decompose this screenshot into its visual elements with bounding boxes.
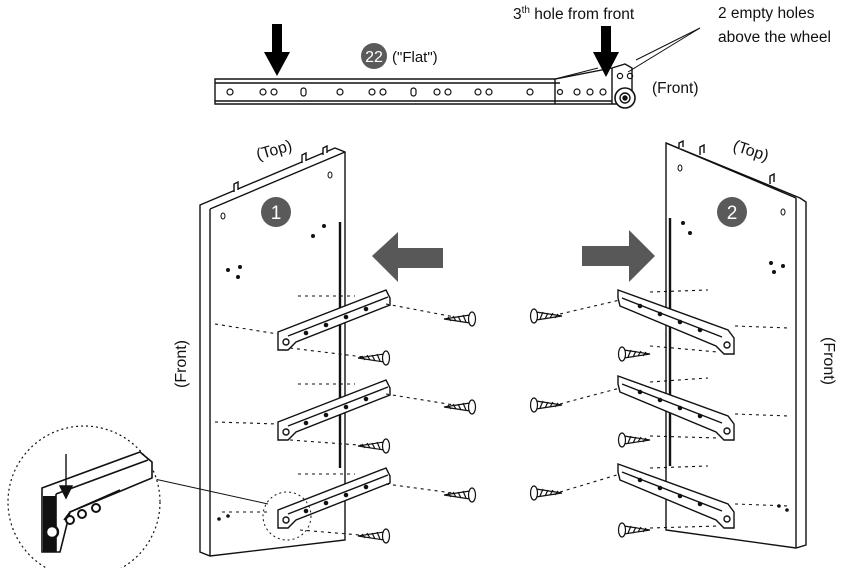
right-top-label: (Top): [731, 138, 771, 165]
rail-front-label: (Front): [652, 80, 699, 97]
screw-icon: [357, 528, 391, 544]
left-rail: [277, 289, 391, 351]
right-rails: [617, 289, 735, 529]
part-number-badge: 22: [361, 43, 387, 69]
hole-note: 3th hole from front: [513, 5, 635, 23]
rail-wheel: [614, 87, 636, 109]
right-panel-holes: [677, 164, 789, 512]
right-front-label: (Front): [820, 337, 837, 385]
down-arrow-icon: [593, 26, 619, 77]
screw-icon: [529, 485, 563, 501]
right-rail: [617, 375, 735, 441]
screw-icon: [443, 399, 477, 415]
right-arrow-icon: [582, 230, 655, 282]
empty-holes-note-line2: above the wheel: [718, 29, 831, 46]
left-top-label: (Top): [254, 137, 294, 163]
screw-icon: [529, 308, 563, 324]
screw-icon: [529, 397, 563, 413]
left-panel-holes: [217, 171, 333, 521]
empty-holes-leader: [554, 27, 701, 80]
screw-icon: [357, 350, 391, 366]
right-rail: [617, 289, 735, 355]
magnifier-callout: [7, 425, 312, 568]
left-arrow-icon: [372, 232, 443, 282]
svg-text:1: 1: [271, 203, 282, 224]
left-rail: [277, 467, 391, 529]
left-front-label: (Front): [173, 340, 190, 388]
screw-icon: [357, 438, 391, 454]
step-badge-2: 2: [717, 197, 747, 227]
left-rails: [277, 289, 391, 529]
screw-icon: [617, 522, 651, 538]
part-number: 22: [365, 49, 383, 66]
right-guide-lines: [559, 289, 791, 529]
screw-icon: [443, 487, 477, 503]
down-arrow-icon: [264, 24, 290, 76]
empty-holes-note-line1: 2 empty holes: [718, 5, 815, 22]
flat-label: ("Flat"): [392, 49, 438, 66]
svg-text:2: 2: [727, 203, 738, 224]
left-guide-lines: [214, 295, 461, 537]
screw-icon: [617, 346, 651, 362]
rail-holes: [226, 72, 634, 97]
screw-icon: [617, 432, 651, 448]
screw-icon: [443, 311, 477, 327]
step-badge-1: 1: [261, 197, 291, 227]
down-arrow-icon: [58, 454, 74, 500]
rail-detail: [214, 63, 636, 109]
left-side-panel: [199, 144, 346, 557]
right-side-panel: [665, 139, 807, 549]
right-rail: [617, 463, 735, 529]
left-rail: [277, 379, 391, 441]
